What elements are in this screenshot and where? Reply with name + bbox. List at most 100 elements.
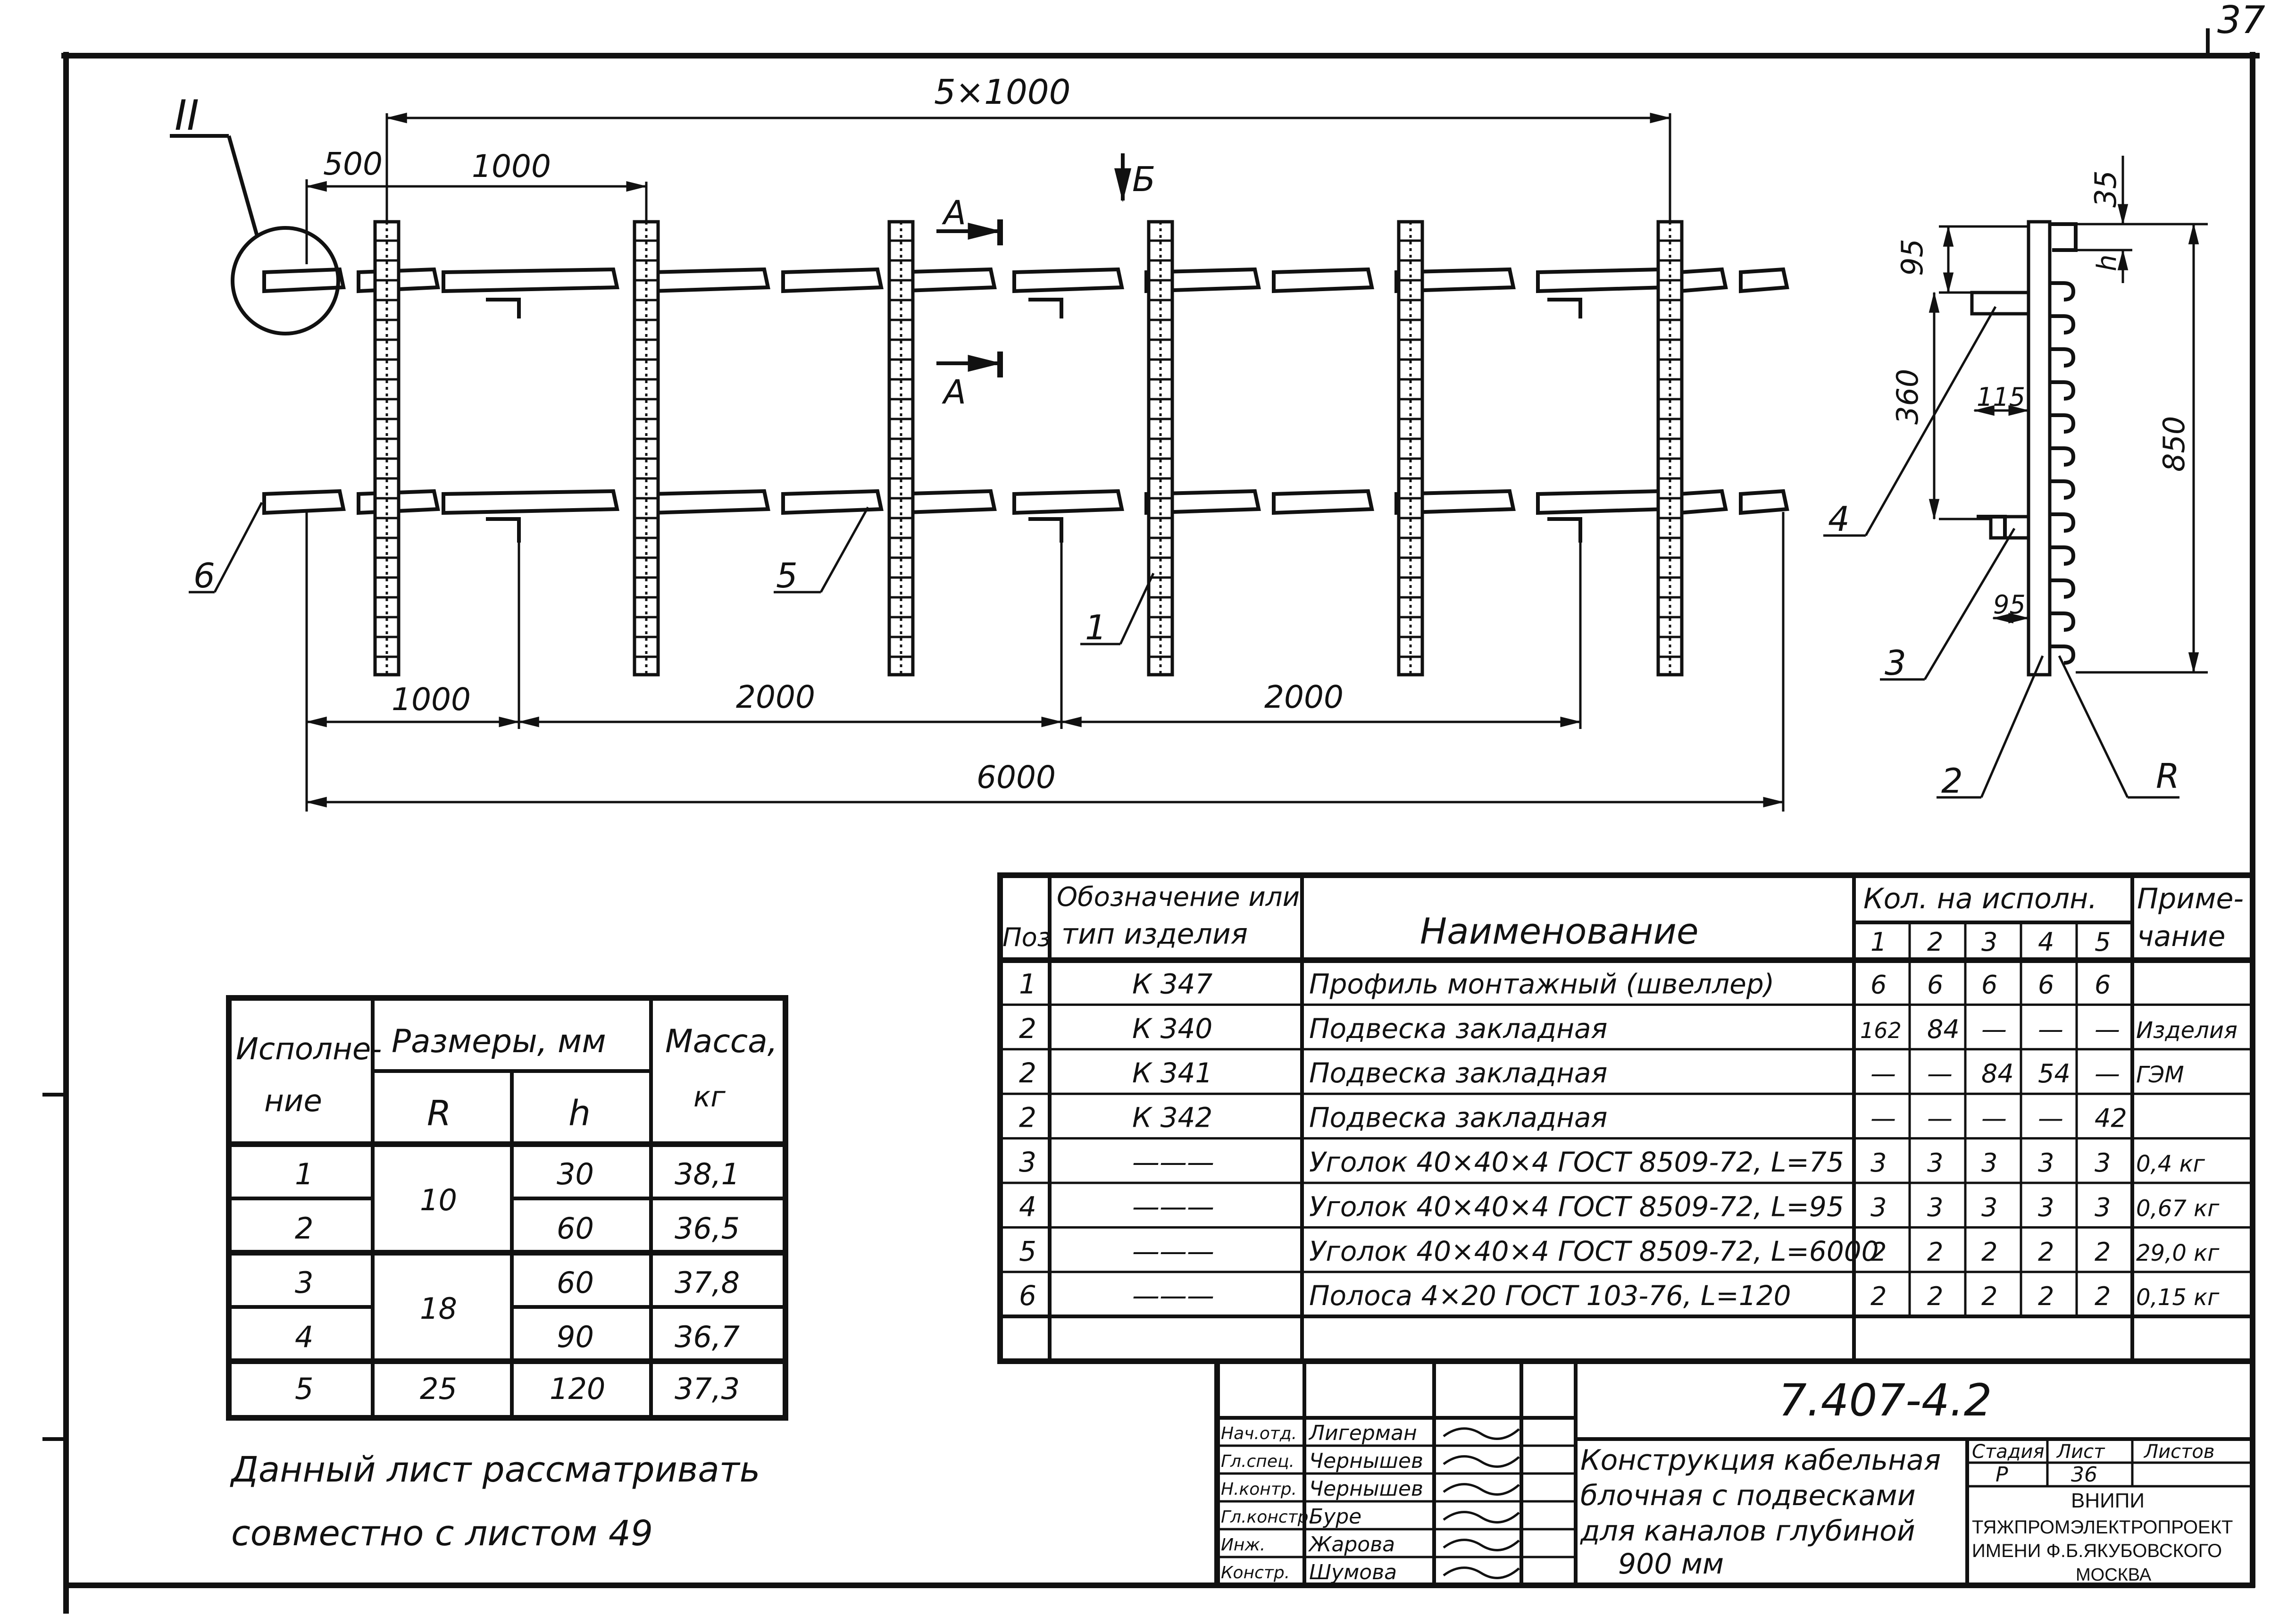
rail-segment [357,489,440,515]
dim-bottom-6000: 6000 [977,759,1056,795]
spec-qty: — [1981,1014,2007,1044]
dim-bottom-2000a: 2000 [736,679,815,715]
spec-qty: — [1927,1059,1953,1088]
spec-qty: 3 [2095,1192,2111,1222]
spec-head-note-1: Приме- [2137,882,2244,915]
tb-role: Гл.констр. [1221,1507,1314,1527]
tb-name: Чернышев [1309,1477,1423,1501]
dim-side-360: 360 [1890,369,1925,425]
doc-number: 7.407-4.2 [1778,1375,1992,1426]
spec-note: 29,0 кг [2136,1240,2220,1266]
spec-qty: 2 [2038,1237,2054,1267]
spec-head-qty: Кол. на исполн. [1863,882,2097,915]
suspension-hooks [2050,281,2076,665]
sizes-variant: 1 [295,1157,313,1191]
spec-qty: 2 [1981,1237,1997,1267]
qty-col-head: 1 [1870,927,1887,957]
sizes-h: 60 [557,1265,594,1300]
spec-qty: 2 [2095,1237,2111,1267]
spec-qty: — [2095,1059,2120,1088]
spec-name: Профиль монтажный (швеллер) [1309,968,1774,1000]
spec-qty: — [2038,1014,2063,1044]
spec-name: Подвеска закладная [1309,1057,1607,1089]
spec-name: Подвеска закладная [1309,1102,1607,1134]
sizes-h: 60 [557,1211,594,1246]
spec-name: Уголок 40×40×4 ГОСТ 8509-72, L=95 [1309,1190,1844,1222]
title-line-2: блочная с подвесками [1580,1479,1916,1512]
spec-qty: 3 [1870,1148,1887,1178]
sizes-h: 90 [557,1320,594,1354]
spec-qty: 6 [1870,970,1887,999]
signature [1443,1539,1520,1551]
spec-designation: К 347 [1132,968,1212,1000]
signature [1443,1427,1520,1440]
sizes-head-variant-2: ние [264,1084,322,1119]
spec-name: Подвеска закладная [1309,1013,1607,1045]
spec-qty: 6 [1927,970,1943,999]
rail-segment [1739,267,1789,293]
sizes-mass: 36,7 [675,1320,740,1354]
note-line-1: Данный лист рассматривать [230,1449,760,1490]
rail-segment [442,489,619,515]
hook [2050,281,2076,301]
spec-qty: 3 [1927,1148,1943,1178]
rail-segment [1144,267,1261,293]
pos-1-label: 1 [1085,608,1107,647]
brackets [486,298,1582,543]
spec-head-desig-1: Обозначение или [1057,882,1300,913]
bottom-rail [262,489,1789,515]
title-line-4: 900 мм [1618,1548,1724,1581]
sizes-h: 30 [557,1157,594,1191]
spec-table: Поз Обозначение или тип изделия Наименов… [997,872,2255,1364]
spec-qty: 54 [2038,1059,2071,1088]
rail-segment [357,267,440,293]
dim-top-1000: 1000 [472,148,551,184]
org-line-4: МОСКВА [2076,1565,2152,1585]
org-line-3: ИМЕНИ Ф.Б.ЯКУБОВСКОГО [1972,1541,2222,1561]
spec-qty: 3 [1927,1192,1943,1222]
rail-segment [1394,489,1516,515]
rail-segment [1144,489,1261,515]
spec-qty: 84 [1927,1014,1960,1044]
sizes-table: Исполне- ние Размеры, мм Масса, кг R h 1… [226,995,788,1421]
hook [2050,645,2076,665]
org-line-2: ТЯЖПРОМЭЛЕКТРОПРОЕКТ [1972,1517,2233,1538]
spec-pos: 2 [1019,1013,1036,1045]
dim-side-850: 850 [2157,416,2191,472]
tb-name: Чернышев [1309,1449,1423,1473]
rail-segment [649,489,770,515]
spec-qty: 2 [1927,1237,1943,1267]
spec-name: Уголок 40×40×4 ГОСТ 8509-72, L=6000 [1309,1235,1879,1267]
sizes-variant: 3 [295,1265,313,1300]
top-rail [262,267,1789,293]
sizes-head-h: h [568,1093,591,1134]
pos-6-label: 6 [193,556,215,595]
sizes-head-mass-1: Масса, [665,1023,777,1060]
rail-segment [1272,267,1374,293]
rail-segment [1394,267,1516,293]
rail-segment [1678,267,1728,293]
hook [2050,380,2076,401]
rail-segment [1012,489,1124,515]
hook [2050,479,2076,500]
tb-role: Нач.отд. [1221,1424,1297,1443]
spec-name: Уголок 40×40×4 ГОСТ 8509-72, L=75 [1309,1146,1844,1178]
rail-segment [781,489,884,515]
tb-role: Н.контр. [1221,1480,1297,1499]
spec-note: 0,15 кг [2136,1284,2220,1311]
spec-qty: — [2038,1104,2063,1133]
spec-qty: 2 [2038,1281,2054,1311]
note-line-2: совместно с листом 49 [231,1513,653,1554]
dim-side-115: 115 [1977,382,2025,412]
title-line-1: Конструкция кабельная [1580,1444,1941,1477]
dim-side-R: R [2156,756,2179,796]
sizes-variant: 5 [295,1372,313,1406]
tb-name: Буре [1309,1505,1361,1529]
spec-pos: 2 [1019,1057,1036,1089]
sheet-value: 36 [2071,1463,2097,1487]
rail-segment [1272,489,1374,515]
tb-name: Шумова [1309,1560,1397,1584]
dim-side-95b: 95 [1993,590,2026,620]
rail-segment [262,489,346,515]
